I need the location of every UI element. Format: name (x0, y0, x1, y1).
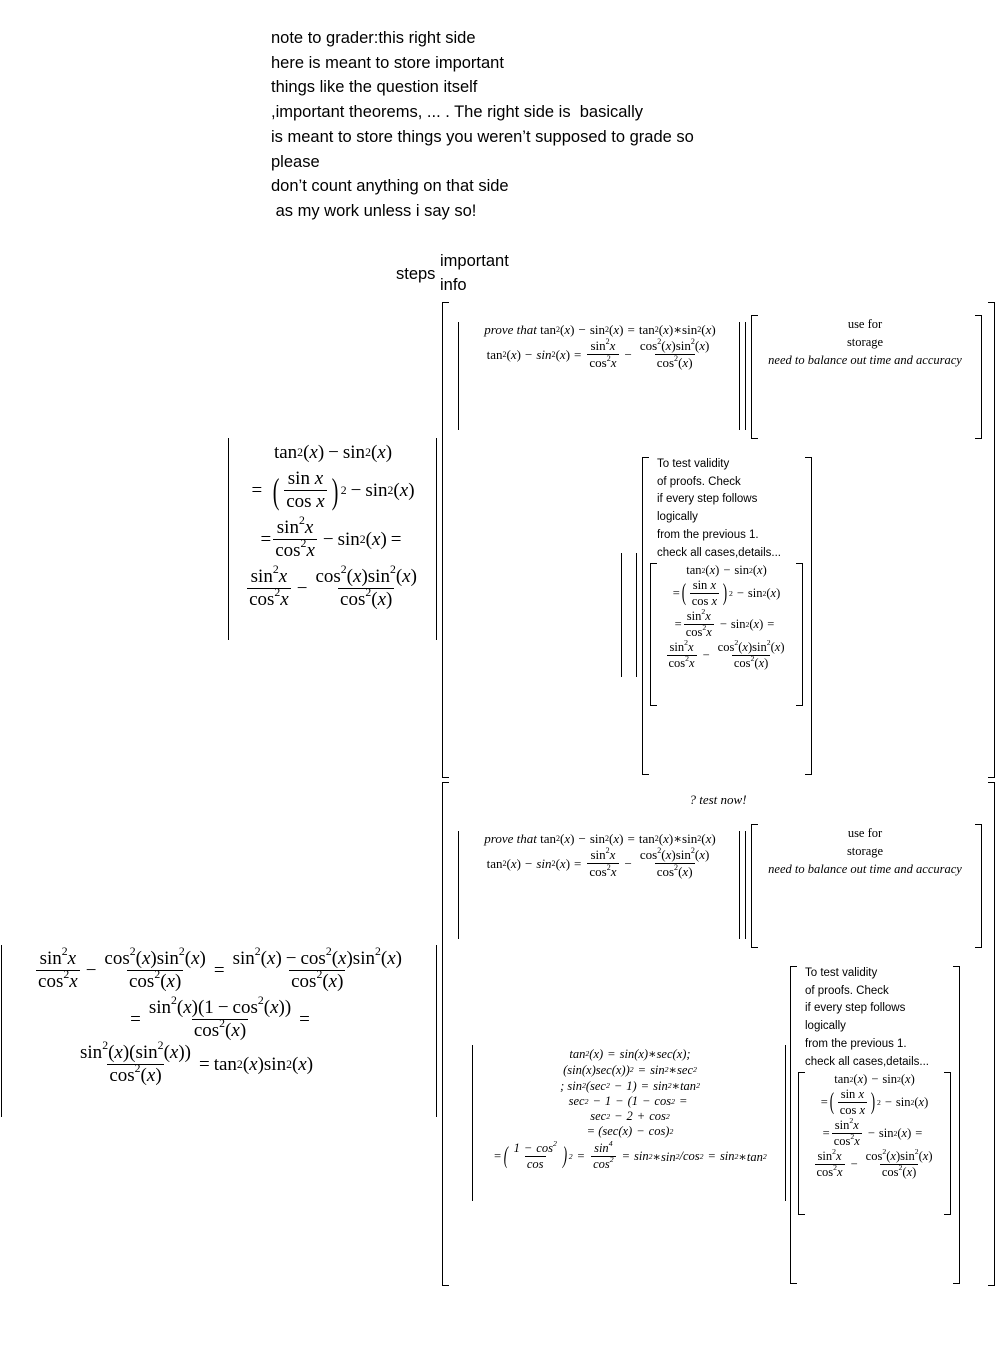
question2-left-bar (458, 831, 459, 939)
test-line: To test validity (805, 967, 878, 979)
storage-line: storage (846, 335, 884, 349)
info1-outer-left-bracket (442, 302, 449, 778)
scratch-right-bar (785, 1045, 786, 1201)
test1-inner-left-bracket (650, 563, 657, 706)
test-line: from the previous 1. (805, 1037, 907, 1050)
storage-line: use for (847, 317, 883, 331)
test-line: of proofs. Check (657, 475, 741, 488)
test1-left-bracket (642, 457, 649, 775)
note-line: here is meant to store important (271, 53, 504, 72)
step1-left-bar (228, 438, 229, 640)
storage2-left-bracket (751, 824, 758, 948)
test-now-label: ? test now! (689, 792, 747, 807)
important-info-header: important info (440, 249, 509, 297)
test1-text: To test validity of proofs. Check if eve… (657, 456, 781, 562)
storage-line: need to balance out time and accuracy (768, 353, 962, 367)
info-header-line: info (440, 276, 467, 294)
test2-inner-left-bracket (798, 1072, 805, 1215)
question1-right-bar (739, 322, 740, 430)
step2-right-bar (436, 945, 437, 1117)
storage-line: storage (846, 844, 884, 858)
prove-that-label: prove that (484, 322, 537, 337)
storage1-inner-bar (745, 322, 746, 430)
test-line: logically (805, 1020, 846, 1033)
question2-right-bar (739, 831, 740, 939)
question1-left-bar (458, 322, 459, 430)
test-line: check all cases,details... (657, 546, 782, 559)
test1-right-bracket (805, 457, 812, 775)
step1-right-bar (436, 438, 437, 640)
storage1-right-bracket (975, 315, 982, 439)
test2-inner-right-bracket (944, 1072, 951, 1215)
test1-bar (636, 553, 637, 677)
prove-that-label: prove that (484, 831, 537, 846)
info2-outer-right-bracket (988, 782, 995, 1286)
test-line: To test validity (657, 458, 730, 470)
test1-inner-right-bracket (796, 563, 803, 706)
storage1-text: use for storage need to balance out time… (757, 315, 973, 369)
test-line: check all cases,details... (805, 1055, 930, 1068)
test-line: logically (657, 511, 698, 524)
storage2-inner-bar (745, 831, 746, 939)
note-line: as my work unless i say so! (271, 201, 477, 220)
info2-outer-left-bracket (442, 782, 449, 1286)
info1-outer-right-bracket (988, 302, 995, 778)
test2-text: To test validity of proofs. Check if eve… (805, 965, 929, 1071)
storage2-right-bracket (975, 824, 982, 948)
test-line: from the previous 1. (657, 528, 759, 541)
storage-line: need to balance out time and accuracy (768, 862, 962, 876)
note-line: ,important theorems, ... . The right sid… (271, 103, 644, 122)
storage1-left-bracket (751, 315, 758, 439)
test-line: of proofs. Check (805, 984, 889, 997)
note-line: note to grader:this right side (271, 29, 476, 47)
scratch-left-bar (472, 1045, 473, 1201)
storage2-text: use for storage need to balance out time… (757, 824, 973, 878)
test2-right-bracket (953, 966, 960, 1284)
storage-line: use for (847, 826, 883, 840)
test-line: if every step follows (657, 493, 758, 506)
important-header-line: important (440, 252, 509, 270)
note-line: is meant to store things you weren’t sup… (271, 127, 694, 146)
test-line: if every step follows (805, 1002, 906, 1015)
test1-bar (621, 553, 622, 677)
note-line: things like the question itself (271, 78, 478, 97)
grader-note: note to grader:this right side here is m… (271, 26, 694, 224)
note-line: don’t count anything on that side (271, 177, 509, 196)
step2-left-bar (1, 945, 2, 1117)
test2-left-bracket (790, 966, 797, 1284)
note-line: please (271, 152, 320, 171)
steps-header: steps (396, 265, 436, 283)
